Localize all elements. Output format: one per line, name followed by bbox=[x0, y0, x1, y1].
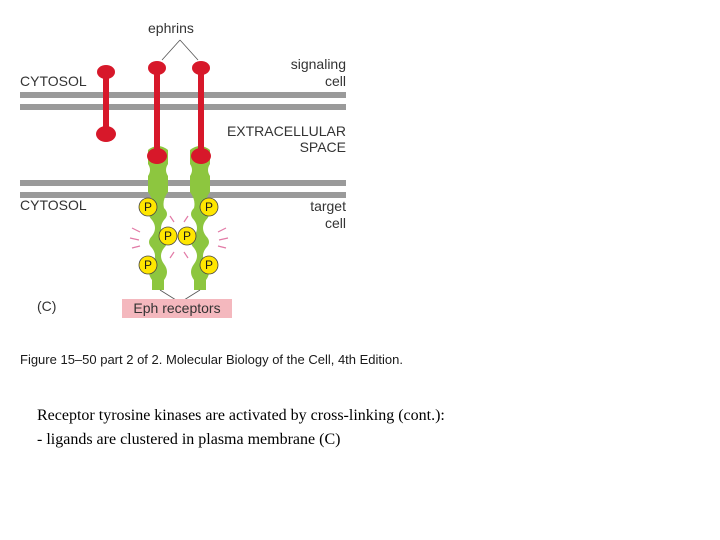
phosphate-label: P bbox=[144, 258, 152, 272]
ephrin-1 bbox=[96, 65, 116, 142]
target-label: target bbox=[310, 198, 346, 214]
target-cell-membrane bbox=[20, 180, 346, 198]
eph-receptor-left bbox=[148, 146, 168, 290]
signaling-label: signaling bbox=[291, 56, 346, 72]
signaling-cell-label: cell bbox=[325, 73, 346, 89]
panel-label: (C) bbox=[37, 298, 56, 314]
cytosol-bottom-label: CYTOSOL bbox=[20, 197, 87, 213]
ephrin-eph-diagram: P P P P P P ephrins signaling cell CYTOS… bbox=[20, 20, 403, 367]
eph-receptors-label: Eph receptors bbox=[133, 300, 220, 316]
signaling-cell-membrane bbox=[20, 92, 346, 110]
slide-text-line-2: - ligands are clustered in plasma membra… bbox=[37, 431, 341, 448]
leader-lines bbox=[159, 39, 201, 301]
phosphate-label: P bbox=[144, 200, 152, 214]
phosphate-label: P bbox=[164, 229, 172, 243]
activation-marks bbox=[129, 215, 229, 259]
figure-caption: Figure 15–50 part 2 of 2. Molecular Biol… bbox=[20, 352, 403, 367]
target-cell-label: cell bbox=[325, 215, 346, 231]
ephrins-label: ephrins bbox=[148, 20, 194, 36]
phosphate-groups bbox=[138, 197, 219, 275]
phosphate-label: P bbox=[183, 229, 191, 243]
ephrin-2 bbox=[147, 61, 167, 164]
cytosol-top-label: CYTOSOL bbox=[20, 73, 87, 89]
phosphate-labels: P P P P P P bbox=[144, 200, 213, 272]
space-label: SPACE bbox=[300, 139, 346, 155]
eph-receptor-right bbox=[190, 146, 210, 290]
phosphate-label: P bbox=[205, 200, 213, 214]
phosphate-label: P bbox=[205, 258, 213, 272]
slide-text-line-1: Receptor tyrosine kinases are activated … bbox=[37, 407, 445, 424]
ephrin-3 bbox=[191, 61, 211, 164]
eph-receptors-highlight bbox=[122, 299, 232, 318]
extracellular-label: EXTRACELLULAR bbox=[227, 123, 346, 139]
